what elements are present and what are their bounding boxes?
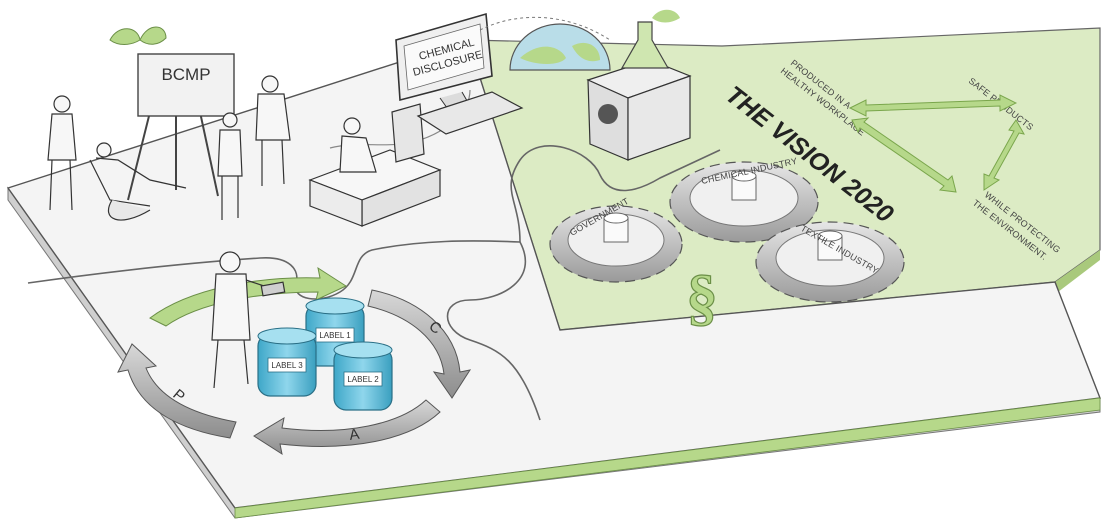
meeting-people	[47, 75, 291, 221]
lab-instrument	[586, 9, 692, 161]
section-law-icon: §	[686, 261, 718, 332]
cycle-arrow-green	[149, 266, 348, 327]
drum-2-label: LABEL 2	[347, 375, 379, 384]
globe	[479, 16, 611, 71]
flask-icon	[620, 21, 670, 69]
gear-textile-industry: TEXTILE INDUSTRY	[755, 221, 905, 303]
flipchart: BCMP	[109, 26, 235, 201]
drum-label-2: LABEL 2	[333, 341, 393, 411]
vision-arrows	[848, 94, 1025, 193]
person-seated	[89, 142, 187, 221]
cycle-arrow-c	[367, 289, 472, 399]
cycle-arrow-p	[117, 343, 237, 439]
person-standing-center	[217, 112, 243, 220]
drum-label-3: LABEL 3	[257, 327, 317, 397]
chemical-drums: LABEL 1 LABEL 3 LABEL 2	[257, 297, 393, 411]
cycle-label-a: A	[348, 426, 360, 444]
person-at-computer	[343, 117, 361, 135]
double-arrow-top	[848, 94, 1018, 117]
computer-desk	[308, 103, 442, 227]
cycle-arrow-a	[253, 399, 441, 456]
person-standing-left	[47, 95, 77, 211]
keyboard	[416, 91, 524, 135]
double-arrow-left	[851, 117, 957, 193]
gears: GOVERNMENT CHEMICAL INDUSTRY TEXTILE IND…	[549, 156, 905, 333]
cycle-arrows: C A P	[117, 266, 472, 456]
flipchart-label: BCMP	[161, 65, 210, 84]
gear-chemical-industry: CHEMICAL INDUSTRY	[669, 156, 819, 243]
drum-3-label: LABEL 3	[271, 361, 303, 370]
double-arrow-right	[983, 119, 1025, 191]
chemical-disclosure-computer: CHEMICAL DISCLOSURE	[395, 12, 524, 135]
drum-1-label: LABEL 1	[319, 331, 351, 340]
person-standing-right	[255, 75, 291, 186]
scientist	[211, 251, 286, 389]
desk-monitor	[391, 103, 425, 163]
gear-government: GOVERNMENT	[549, 196, 683, 283]
